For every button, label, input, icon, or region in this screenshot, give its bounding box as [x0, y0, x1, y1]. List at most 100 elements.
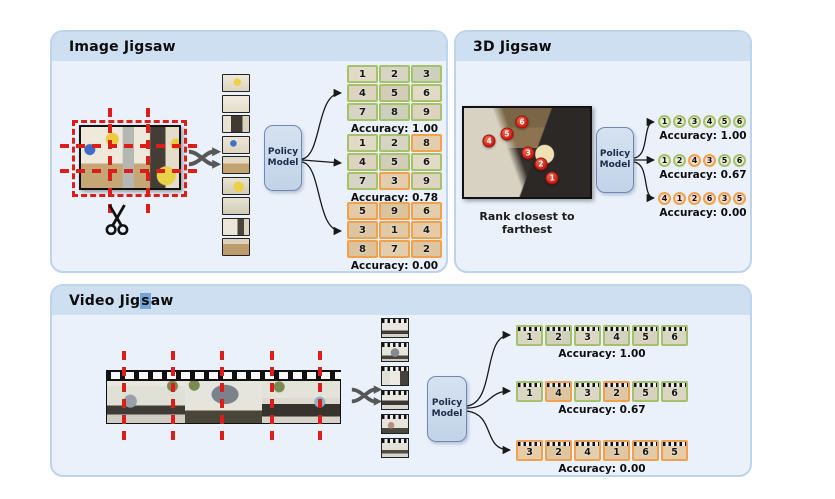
frame-number: 2 — [555, 447, 562, 458]
piece-number: 5 — [359, 205, 366, 217]
clip-image — [382, 443, 408, 457]
film-frame-image: 1 — [518, 331, 541, 344]
depth-marker-2: 2 — [534, 157, 548, 171]
film-sprocket-bar — [382, 391, 408, 395]
jigsaw-cell: 3 — [411, 65, 442, 83]
jigsaw-cell: 2 — [411, 240, 442, 258]
image-jigsaw-panel: Image Jigsaw Policy Model — [50, 30, 448, 273]
policy-model-box: Policy Model — [427, 376, 467, 442]
jigsaw-cell: 9 — [379, 202, 410, 220]
cut-line-4 — [270, 351, 274, 441]
clip-thumbnail — [381, 318, 409, 338]
scissors-icon — [105, 204, 129, 235]
policy-model-label: Policy Model — [431, 397, 463, 419]
film-frame-cell: 3 — [574, 381, 601, 402]
accuracy-label: Accuracy: 1.00 — [350, 123, 439, 135]
frame-number: 1 — [526, 332, 533, 343]
source-room-photo — [79, 125, 181, 190]
rank-circle: 2 — [673, 115, 686, 128]
cut-line-5 — [318, 351, 322, 441]
film-sprocket-bar — [382, 439, 408, 443]
accuracy-label: Accuracy: 0.00 — [558, 463, 646, 475]
jigsaw-cell: 4 — [347, 84, 378, 102]
clip-thumbnail — [381, 438, 409, 458]
film-frame-cell: 1 — [516, 381, 543, 402]
film-sprocket-bar — [547, 327, 570, 331]
film-sprocket-bar — [382, 319, 408, 323]
shuffle-icon — [188, 147, 222, 169]
frame-number: 6 — [642, 447, 649, 458]
piece-number: 3 — [423, 68, 430, 80]
frame-number: 4 — [613, 332, 620, 343]
film-frame-cell: 2 — [545, 325, 572, 346]
film-sprocket-bar — [663, 383, 686, 387]
rank-circle: 5 — [718, 115, 731, 128]
rank-circle: 1 — [658, 115, 671, 128]
clip-thumbnail — [381, 414, 409, 434]
video-jigsaw-panel: Video Jigsaw Policy Model — [50, 284, 752, 477]
jigsaw-cell: 8 — [379, 103, 410, 121]
image-piece-thumbnail — [222, 94, 250, 113]
piece-number: 8 — [423, 137, 430, 149]
rank-circle: 1 — [658, 154, 671, 167]
jigsaw-cell: 2 — [379, 65, 410, 83]
piece-number: 5 — [391, 156, 398, 168]
film-sprocket-bar — [547, 383, 570, 387]
clip-thumbnail — [381, 390, 409, 410]
depth-marker-1: 1 — [545, 171, 559, 185]
frame-number: 2 — [555, 332, 562, 343]
piece-number: 1 — [391, 224, 398, 236]
depth-marker-6: 6 — [515, 115, 529, 129]
jigsaw-cell: 1 — [347, 134, 378, 152]
cut-grid-outline — [72, 120, 187, 197]
film-frame-image: 1 — [605, 446, 628, 459]
jigsaw-cell: 5 — [379, 153, 410, 171]
rank-circle: 6 — [703, 192, 716, 205]
film-frame-image: 2 — [547, 446, 570, 459]
rank-circle: 4 — [688, 154, 701, 167]
film-frame-image: 6 — [663, 331, 686, 344]
piece-number: 8 — [391, 106, 398, 118]
rank-circle: 2 — [673, 154, 686, 167]
piece-number: 1 — [359, 137, 366, 149]
film-sprocket-bar — [605, 442, 628, 446]
frame-number: 1 — [526, 388, 533, 399]
film-frame-image: 5 — [634, 331, 657, 344]
film-frame-cell: 5 — [661, 440, 688, 461]
depth-marker-3: 3 — [521, 146, 535, 160]
piece-number: 9 — [423, 175, 430, 187]
jigsaw-cell: 6 — [411, 202, 442, 220]
clip-thumbnail — [381, 366, 409, 386]
film-frame-cell: 1 — [603, 440, 630, 461]
image-piece-thumbnail — [222, 176, 250, 195]
policy-model-box: Policy Model — [264, 125, 302, 191]
text-selection-highlight: s — [140, 292, 151, 309]
piece-number: 6 — [423, 205, 430, 217]
frame-number: 5 — [671, 447, 678, 458]
film-sprocket-bar — [605, 383, 628, 387]
title-text: Video Jig — [69, 292, 141, 309]
clip-image — [382, 347, 408, 361]
frame-number: 3 — [526, 447, 533, 458]
image-piece-thumbnail — [222, 238, 250, 256]
accuracy-label: Accuracy: 0.67 — [659, 169, 747, 181]
cut-line-vertical-1 — [108, 108, 112, 213]
frame-number: 2 — [613, 388, 620, 399]
piece-number: 7 — [391, 243, 398, 255]
jigsaw-cell: 4 — [411, 221, 442, 239]
rank-circle: 6 — [733, 154, 746, 167]
film-frame-cell: 6 — [661, 381, 688, 402]
three-d-jigsaw-title: 3D Jigsaw — [473, 38, 552, 55]
film-frame-cell: 5 — [632, 325, 659, 346]
piece-number: 8 — [359, 243, 366, 255]
film-sprocket-bar — [518, 383, 541, 387]
